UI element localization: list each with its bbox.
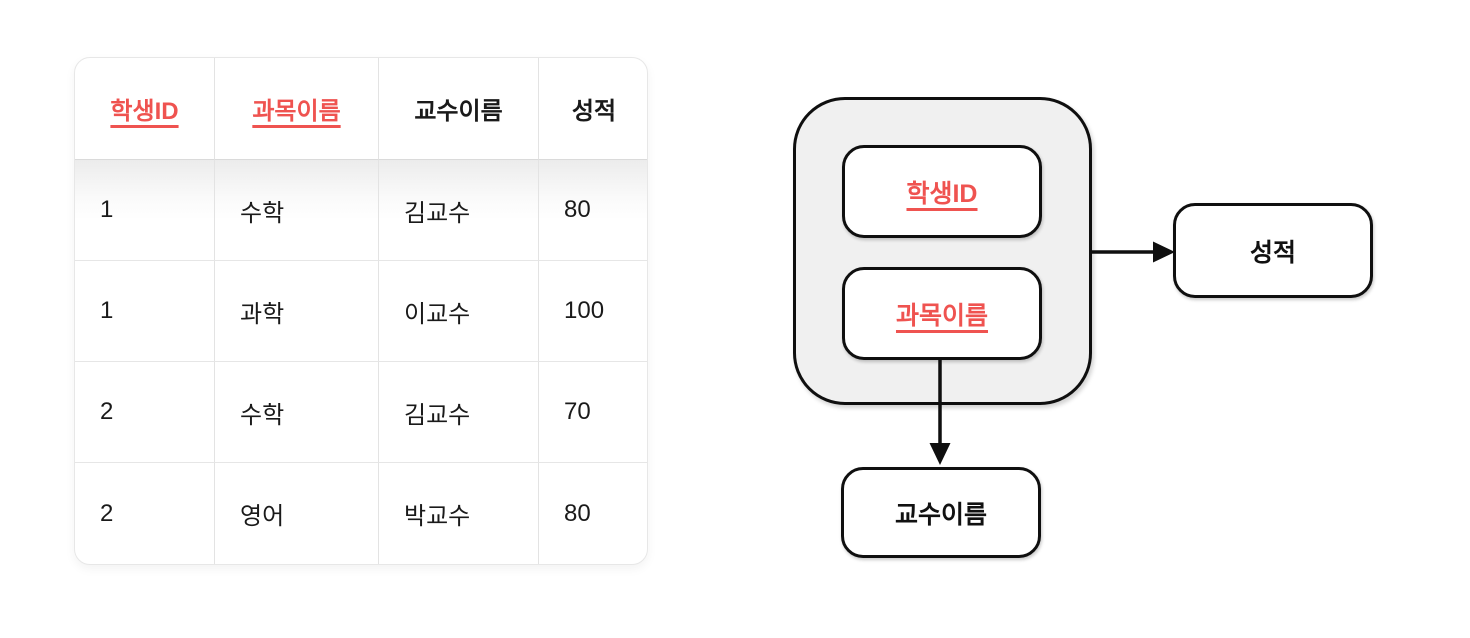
table-cell-student-id: 2 — [75, 362, 215, 463]
key-attribute-label: 과목이름 — [895, 301, 988, 330]
attribute-box-grade: 성적 — [1173, 203, 1373, 298]
grade-table: 학생ID 과목이름 교수이름 성적 1 수학 김교수 80 1 과학 이교수 1… — [75, 58, 647, 564]
column-header-grade: 성적 — [539, 58, 647, 160]
table-cell-subject: 수학 — [215, 160, 379, 261]
arrowhead-right-icon — [1153, 241, 1175, 263]
table-row: 2 수학 김교수 70 — [75, 362, 647, 463]
table-cell-grade: 80 — [539, 160, 647, 261]
column-header-subject-name: 과목이름 — [215, 58, 379, 160]
table-cell-student-id: 1 — [75, 160, 215, 261]
table-row: 2 영어 박교수 80 — [75, 463, 647, 564]
key-attribute-box-subject-name: 과목이름 — [842, 267, 1042, 360]
key-attribute-label: 학생ID — [906, 179, 978, 208]
full-dependency-arrow — [1092, 241, 1175, 263]
table-cell-grade: 100 — [539, 261, 647, 362]
table-header-row: 학생ID 과목이름 교수이름 성적 — [75, 58, 647, 160]
table-row: 1 과학 이교수 100 — [75, 261, 647, 362]
table-cell-subject: 과학 — [215, 261, 379, 362]
table-cell-subject: 영어 — [215, 463, 379, 564]
table-row: 1 수학 김교수 80 — [75, 160, 647, 261]
table-cell-professor: 김교수 — [379, 160, 539, 261]
table-cell-grade: 80 — [564, 499, 591, 527]
column-header-professor-name: 교수이름 — [379, 58, 539, 160]
table-cell-subject: 수학 — [215, 362, 379, 463]
table-cell-student-id: 2 — [75, 463, 215, 564]
attribute-label: 교수이름 — [894, 500, 987, 529]
table-cell-professor: 김교수 — [379, 362, 539, 463]
table-cell-student-id: 1 — [75, 261, 215, 362]
table-cell-professor: 이교수 — [379, 261, 539, 362]
attribute-label: 성적 — [1249, 238, 1296, 267]
arrowhead-down-icon — [929, 443, 951, 465]
attribute-box-professor-name: 교수이름 — [841, 467, 1041, 558]
table-cell-professor: 박교수 — [379, 463, 539, 564]
key-attribute-box-student-id: 학생ID — [842, 145, 1042, 238]
table-cell-grade: 70 — [539, 362, 647, 463]
column-header-student-id: 학생ID — [75, 58, 215, 160]
grade-table-card: 학생ID 과목이름 교수이름 성적 1 수학 김교수 80 1 과학 이교수 1… — [74, 57, 648, 565]
